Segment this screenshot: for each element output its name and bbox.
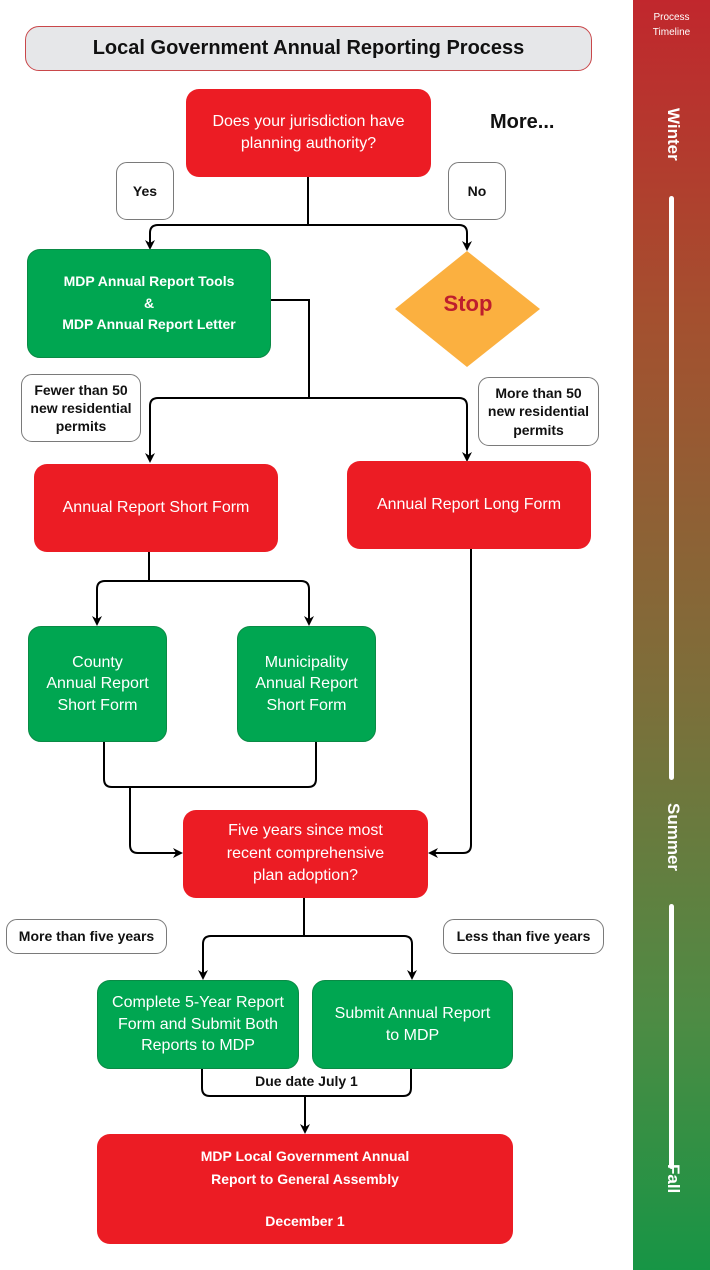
timeline-title-line: Timeline xyxy=(652,26,691,38)
connector-no xyxy=(308,224,472,251)
connector-longform xyxy=(428,549,472,858)
season-winter: Winter xyxy=(664,108,683,161)
node-text: Submit Annual Report to MDP xyxy=(334,1004,491,1044)
connector-merge xyxy=(103,741,317,788)
stop-diamond xyxy=(395,251,540,367)
label-fewer-than-50: Fewer than 50 new residential permits xyxy=(21,374,141,442)
label-due-date: Due date July 1 xyxy=(255,1073,358,1089)
label-text: new residential xyxy=(30,399,132,416)
connector-yes xyxy=(145,224,308,250)
timeline-title-line: Process xyxy=(653,12,690,23)
timeline-divider xyxy=(669,196,674,780)
timeline-divider xyxy=(669,904,674,1169)
season-fall: Fall xyxy=(664,1164,683,1194)
label-no: No xyxy=(448,162,506,220)
node-text: Annual Report xyxy=(46,675,149,693)
node-text: MDP Annual Report Letter xyxy=(62,316,236,333)
node-text: MDP Annual Report Tools xyxy=(63,272,235,289)
node-municipality-short-form: Municipality Annual Report Short Form xyxy=(237,626,376,742)
node-text: Annual Report Short Form xyxy=(62,499,250,516)
node-text: Five years since most recent comprehensi… xyxy=(226,822,385,885)
label-more-than-five-years: More than five years xyxy=(6,919,167,954)
label-text: permits xyxy=(55,418,107,435)
node-text: Short Form xyxy=(266,696,347,714)
node-report-to-general-assembly: MDP Local Government Annual Report to Ge… xyxy=(97,1134,513,1244)
page-title: Local Government Annual Reporting Proces… xyxy=(25,26,592,71)
node-text: Short Form xyxy=(57,696,138,714)
node-text: Municipality xyxy=(264,653,349,671)
node-text: Report to General Assembly xyxy=(211,1170,399,1187)
connector-county xyxy=(92,580,149,626)
node-text: Annual Report Long Form xyxy=(376,496,562,513)
label-text: new residential xyxy=(487,403,590,420)
node-date: December 1 xyxy=(265,1213,345,1230)
node-long-form: Annual Report Long Form xyxy=(347,461,591,549)
label-more-than-50: More than 50 new residential permits xyxy=(478,377,599,446)
connector-more xyxy=(309,397,472,462)
stop-label: Stop xyxy=(443,291,493,316)
more-link[interactable]: More... xyxy=(490,111,555,133)
node-text: Does your jurisdiction have planning aut… xyxy=(212,112,405,152)
node-text: MDP Local Government Annual xyxy=(200,1148,410,1165)
connector-fewer xyxy=(145,397,309,463)
connector-lines xyxy=(92,177,540,1134)
node-text: County xyxy=(72,653,123,671)
connector-municipality xyxy=(149,580,314,626)
node-text: & xyxy=(143,294,155,311)
node-planning-authority: Does your jurisdiction have planning aut… xyxy=(186,89,431,177)
label-text: Fewer than 50 xyxy=(34,381,128,398)
season-summer: Summer xyxy=(664,803,683,872)
timeline-title: Process Timeline xyxy=(633,11,710,40)
connector-more-five xyxy=(198,935,304,980)
node-mdp-tools: MDP Annual Report Tools & MDP Annual Rep… xyxy=(27,249,271,358)
node-short-form: Annual Report Short Form xyxy=(34,464,278,552)
label-less-than-five-years: Less than five years xyxy=(443,919,604,954)
label-text: More than 50 xyxy=(495,385,582,402)
label-yes: Yes xyxy=(116,162,174,220)
node-text: Complete 5-Year Report Form and Submit B… xyxy=(112,994,284,1055)
connector-less-five xyxy=(304,935,417,980)
node-county-short-form: County Annual Report Short Form xyxy=(28,626,167,742)
node-submit-annual-report: Submit Annual Report to MDP xyxy=(312,980,513,1069)
node-five-years: Five years since most recent comprehensi… xyxy=(183,810,428,898)
node-text: Annual Report xyxy=(255,675,358,693)
connector-to-five xyxy=(129,787,183,858)
label-text: permits xyxy=(513,421,564,438)
connector-tools xyxy=(271,299,310,398)
connector-due-merge xyxy=(201,1068,412,1097)
node-complete-five-year-report: Complete 5-Year Report Form and Submit B… xyxy=(97,980,299,1069)
